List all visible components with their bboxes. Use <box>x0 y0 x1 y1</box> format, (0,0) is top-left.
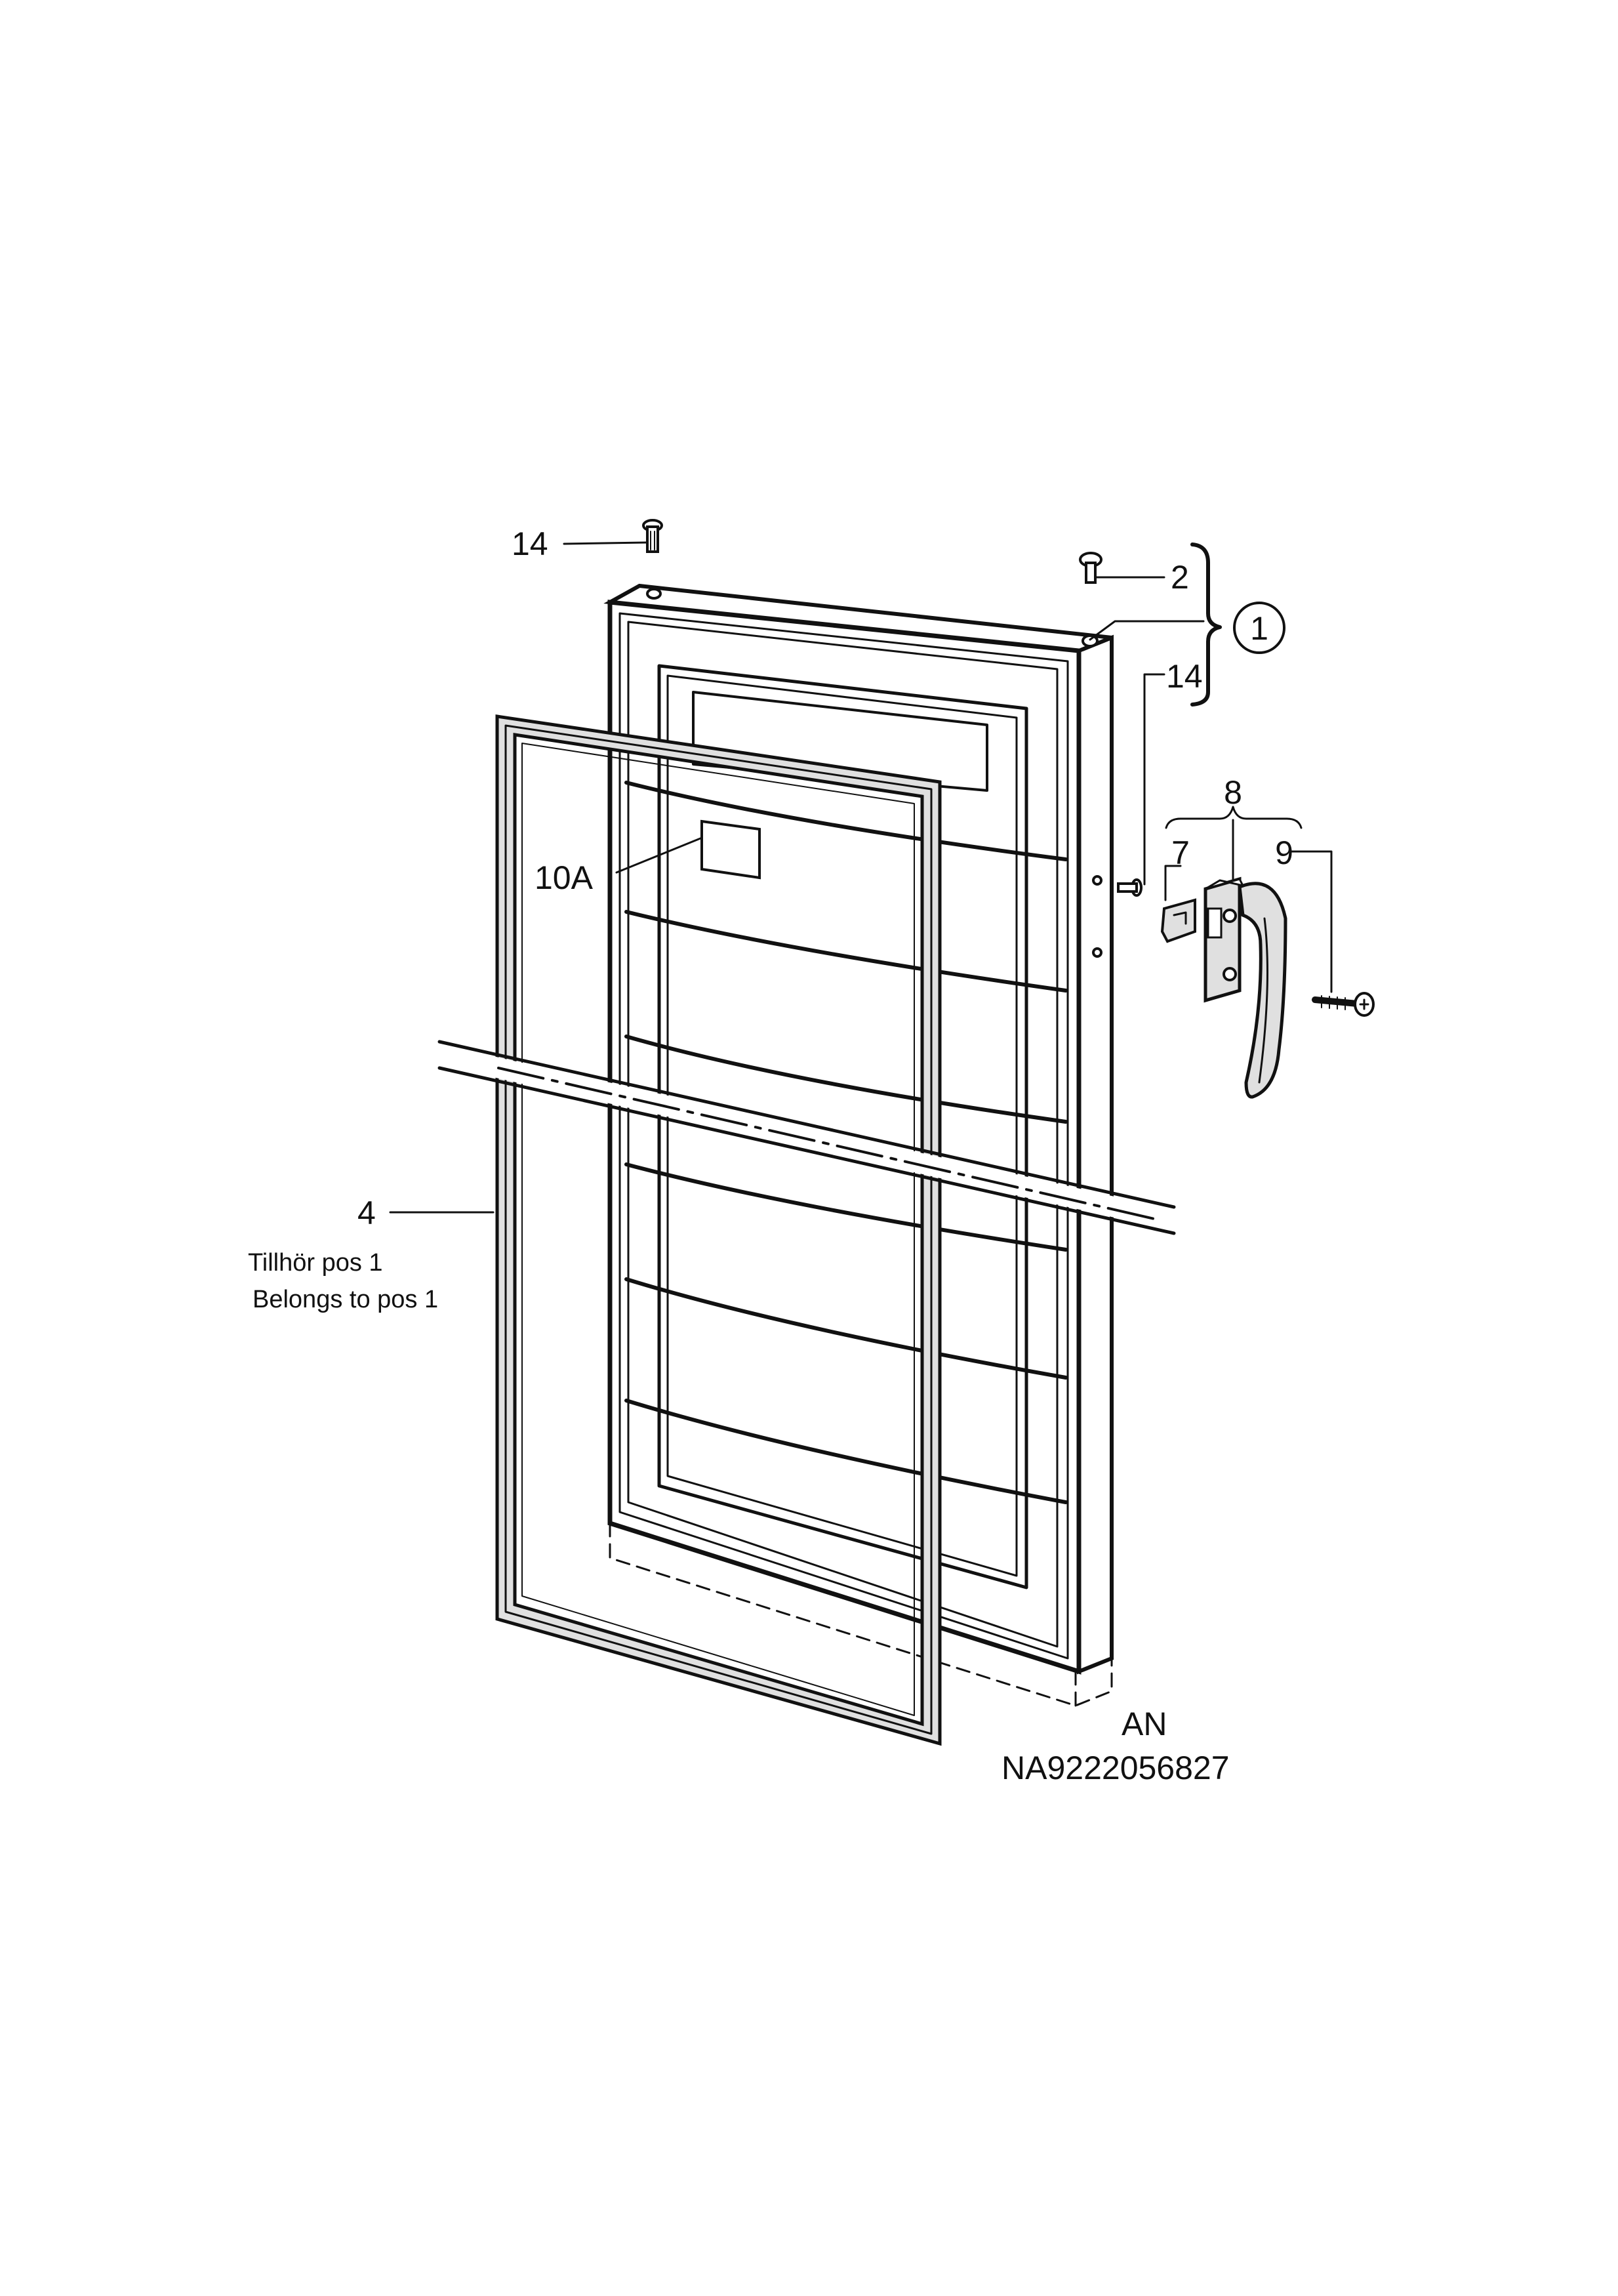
brace-1 <box>1190 543 1222 707</box>
shelf-bar-4 <box>624 1162 1068 1252</box>
door-liner-panel <box>657 664 1028 1589</box>
callout-14-side: 14 <box>1166 658 1203 695</box>
callout-9: 9 <box>1275 834 1293 871</box>
shelf-bar-1 <box>624 781 1068 861</box>
break-centerline <box>497 1067 1156 1220</box>
door-handle <box>1203 876 1287 1099</box>
door-liner-upper-recess <box>692 691 988 792</box>
handle-screw <box>1312 992 1375 1017</box>
footer-code: AN <box>1122 1706 1167 1742</box>
leader-14-side <box>1143 673 1165 886</box>
hinge-pin-top-right <box>1079 552 1102 584</box>
hinge-pin-top-left <box>642 519 663 553</box>
leader-14-top-left <box>563 541 647 545</box>
note-swedish: Tillhör pos 1 <box>248 1249 383 1277</box>
door-gasket <box>495 714 942 1746</box>
callout-7: 7 <box>1171 834 1190 871</box>
shelf-bar-5 <box>624 1277 1068 1380</box>
break-line-upper <box>437 1040 1176 1209</box>
callout-10A: 10A <box>535 859 594 896</box>
door-shelf-bars <box>624 781 1068 1504</box>
footer-part-number: NA9222056827 <box>1001 1750 1230 1786</box>
gasket-inner-line <box>504 724 933 1735</box>
note-english: Belongs to pos 1 <box>253 1286 438 1313</box>
callout-2: 2 <box>1171 559 1189 596</box>
door-liner-panel-inner <box>666 674 1018 1577</box>
callout-4: 4 <box>357 1195 376 1231</box>
bracket-8 <box>1165 806 1303 829</box>
callout-8: 8 <box>1224 774 1242 811</box>
door-side-face <box>1077 634 1114 1675</box>
leader-10A <box>615 837 702 874</box>
gasket-outline <box>495 714 942 1746</box>
leader-7 <box>1164 865 1182 901</box>
side-screw-hole-2 <box>1092 947 1102 958</box>
door-phantom-bottom <box>609 1522 1113 1707</box>
door-border-inner-1 <box>618 612 1069 1660</box>
shelf-bar-3 <box>624 1035 1068 1124</box>
break-line <box>437 1040 1176 1235</box>
break-line-mask <box>441 1044 1173 1231</box>
callout-circle-1 <box>1233 602 1285 654</box>
callout-14-top-left: 14 <box>512 525 548 562</box>
leader-9 <box>1289 850 1333 993</box>
side-screw-hole-1 <box>1092 875 1102 886</box>
gasket-inner-line-2 <box>521 743 915 1716</box>
handle-clip <box>1160 898 1196 943</box>
door-border-inner-2 <box>627 621 1059 1648</box>
leader-lines <box>389 541 1333 1214</box>
hinge-pin-side <box>1117 878 1143 897</box>
shelf-bar-2 <box>624 910 1068 993</box>
label-plate <box>700 819 761 880</box>
break-line-lower <box>437 1066 1176 1235</box>
shelf-bar-6 <box>624 1399 1068 1504</box>
top-hinge-hole-left <box>646 588 662 600</box>
callout-1: 1 <box>1250 610 1268 647</box>
top-hinge-hole-right <box>1082 634 1099 647</box>
leader-1-door <box>1089 620 1205 641</box>
